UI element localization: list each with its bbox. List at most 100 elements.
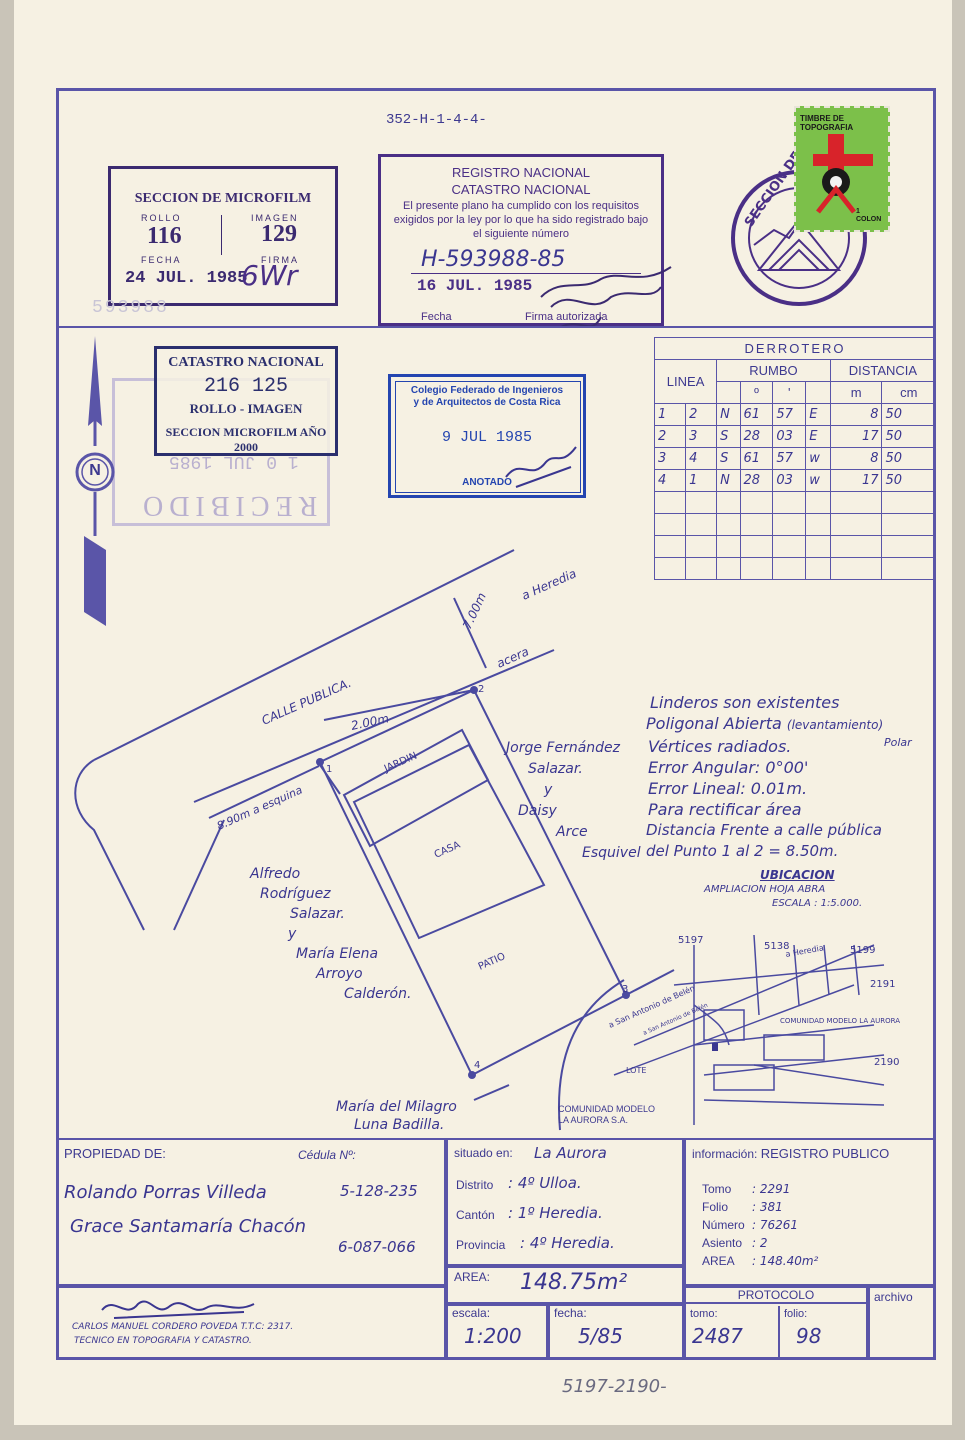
colegio-line1: Colegio Federado de Ingenieros bbox=[410, 385, 564, 396]
faded-number: 593988 bbox=[92, 298, 169, 318]
map-san-antonio: a San Antonio de Belén bbox=[642, 1002, 709, 1037]
situado-value: La Aurora bbox=[534, 1144, 607, 1162]
surveyor-line2: TECNICO EN TOPOGRAFIA Y CATASTRO. bbox=[74, 1336, 252, 1346]
cedula-2: 6-087-066 bbox=[338, 1238, 416, 1256]
survey-notes: Linderos son existentes Poligonal Abiert… bbox=[646, 693, 912, 860]
recibido-word: RECIBIDO bbox=[137, 490, 318, 521]
registro-signature bbox=[540, 266, 672, 328]
colegio-signature bbox=[505, 446, 577, 488]
derrotero-title: DERROTERO bbox=[654, 337, 936, 360]
colegio-bottom: ANOTADO bbox=[462, 477, 512, 488]
colegio-date: 9 JUL 1985 bbox=[441, 429, 532, 446]
sidewalk-line bbox=[193, 649, 555, 803]
informacion-cell: información: REGISTRO PUBLICO Tomo: 2291… bbox=[684, 1138, 936, 1286]
surveyor-signature bbox=[101, 1300, 255, 1319]
comunidad-label: COMUNIDAD MODELO LA AURORA S.A. bbox=[558, 1104, 656, 1125]
point-4: 4 bbox=[474, 1060, 480, 1071]
map-lote: LOTE bbox=[626, 1066, 646, 1075]
north-label: N bbox=[89, 462, 101, 479]
point-3: 3 bbox=[622, 984, 628, 995]
canton-value: : 1º Heredia. bbox=[508, 1204, 603, 1222]
catastro-2000-stamp: CATASTRO NACIONAL 216 125 ROLLO - IMAGEN… bbox=[154, 346, 338, 456]
distrito-value: : 4º Ulloa. bbox=[508, 1174, 582, 1192]
canton-label: Cantón bbox=[456, 1208, 495, 1222]
provincia-value: : 4º Heredia. bbox=[520, 1234, 615, 1252]
dim-700-label: 7.00m bbox=[460, 591, 489, 632]
catastro-2000-title: CATASTRO NACIONAL bbox=[168, 355, 324, 370]
colegio-line2: y de Arquitectos de Costa Rica bbox=[413, 397, 561, 408]
firma-label: FIRMA bbox=[261, 255, 299, 265]
informacion-label: información: REGISTRO PUBLICO bbox=[692, 1146, 890, 1161]
registro-date: 16 JUL. 1985 bbox=[417, 277, 533, 295]
microfilm-title: SECCION DE MICROFILM bbox=[134, 191, 312, 206]
area-value: 148.75m² bbox=[520, 1270, 628, 1295]
protocolo-tomo-label: tomo: bbox=[690, 1308, 718, 1320]
rollo-label: ROLLO bbox=[141, 213, 182, 223]
south-neighbor: María del Milagro Luna Badilla. bbox=[336, 1099, 457, 1133]
top-divider bbox=[56, 326, 936, 328]
ubicacion-sub1: AMPLIACION HOJA ABRA bbox=[704, 884, 826, 895]
imagen-label: IMAGEN bbox=[251, 213, 299, 223]
table-row bbox=[653, 513, 936, 536]
registro-stamp: REGISTRO NACIONAL CATASTRO NACIONAL El p… bbox=[378, 154, 672, 328]
rollo-value: 116 bbox=[147, 223, 182, 249]
catastro-2000-numbers: 216 125 bbox=[203, 375, 288, 398]
microfilm-date: 24 JUL. 1985 bbox=[125, 269, 248, 288]
street-line-outer bbox=[93, 549, 515, 761]
corner-5199: 5199 bbox=[850, 945, 875, 956]
timbre-emblem bbox=[813, 134, 873, 214]
owner-1: Rolando Porras Villeda bbox=[64, 1182, 267, 1203]
corner-5197: 5197 bbox=[678, 935, 703, 946]
header-m: m bbox=[829, 381, 883, 404]
table-row bbox=[653, 535, 936, 558]
header-cm: cm bbox=[881, 381, 936, 404]
corner-2190: 2190 bbox=[874, 1057, 899, 1068]
fecha-cell: fecha: 5/85 bbox=[548, 1304, 684, 1360]
street-corner bbox=[74, 759, 145, 931]
area-cell: AREA: 148.75m² bbox=[446, 1266, 684, 1304]
timbre-stamp: TIMBRE DE TOPOGRAFIA 1 COLON bbox=[794, 106, 890, 232]
fecha-value: 5/85 bbox=[578, 1324, 623, 1348]
calle-label: CALLE PUBLICA. bbox=[260, 676, 354, 728]
timbre-top: TIMBRE DE TOPOGRAFIA bbox=[800, 114, 854, 132]
west-neighbor: Alfredo Rodríguez Salazar. y María Elena… bbox=[250, 866, 412, 1002]
protocolo-folio-label: folio: bbox=[784, 1308, 808, 1320]
cedula-label: Cédula Nº: bbox=[298, 1148, 356, 1162]
header-linea: LINEA bbox=[653, 359, 718, 404]
point-1: 1 bbox=[326, 764, 332, 775]
cedula-1: 5-128-235 bbox=[340, 1182, 418, 1200]
map-heredia: a Heredia bbox=[785, 943, 825, 959]
jardin-label: JARDIN bbox=[382, 751, 419, 776]
heredia-label: a Heredia bbox=[520, 566, 579, 602]
catastro-2000-sub: ROLLO - IMAGEN bbox=[189, 401, 303, 416]
propiedad-cell: PROPIEDAD DE: Cédula Nº: Rolando Porras … bbox=[56, 1138, 446, 1286]
east-neighbor: Jorge Fernández Salazar. y Daisy Arce Es… bbox=[506, 740, 641, 861]
escala-value: 1:200 bbox=[464, 1324, 522, 1348]
protocolo-divider bbox=[778, 1306, 780, 1360]
situado-cell: situado en: La Aurora Distrito : 4º Ullo… bbox=[446, 1138, 684, 1266]
microfilm-stamp: SECCION DE MICROFILM ROLLO IMAGEN 116 12… bbox=[108, 166, 338, 306]
registro-details: Tomo: 2291 Folio: 381 Número: 76261 Asie… bbox=[702, 1182, 819, 1268]
imagen-value: 129 bbox=[261, 221, 297, 247]
situado-label: situado en: bbox=[454, 1146, 513, 1160]
surveyor-line1: CARLOS MANUEL CORDERO POVEDA T.T.C: 2317… bbox=[72, 1322, 294, 1332]
protocolo-cell: PROTOCOLO tomo: 2487 folio: 98 bbox=[684, 1286, 868, 1360]
owner-2: Grace Santamaría Chacón bbox=[70, 1216, 307, 1237]
registro-body: El presente plano ha cumplido con los re… bbox=[393, 200, 649, 240]
corner-5138: 5138 bbox=[764, 941, 789, 952]
archivo-cell: archivo bbox=[868, 1286, 936, 1360]
stamp-divider bbox=[221, 215, 222, 255]
registro-number: H-593988-85 bbox=[421, 247, 566, 272]
escala-cell: escala: 1:200 bbox=[446, 1304, 548, 1360]
registro-line2: CATASTRO NACIONAL bbox=[451, 182, 591, 197]
registro-fecha-label: Fecha bbox=[421, 311, 452, 323]
header-distancia: DISTANCIA bbox=[829, 359, 937, 382]
derrotero-table: DERROTERO LINEA RUMBO DISTANCIA º ' m cm… bbox=[653, 337, 937, 580]
ubicacion-title: UBICACION bbox=[760, 868, 835, 882]
protocolo-tomo: 2487 bbox=[692, 1324, 743, 1348]
colegio-stamp: Colegio Federado de Ingenieros y de Arqu… bbox=[388, 374, 586, 498]
lot-west-extension bbox=[173, 819, 225, 931]
registro-rule bbox=[411, 273, 641, 274]
location-map: 5197 5138 5199 2191 2190 a Heredia a San… bbox=[613, 934, 900, 1125]
